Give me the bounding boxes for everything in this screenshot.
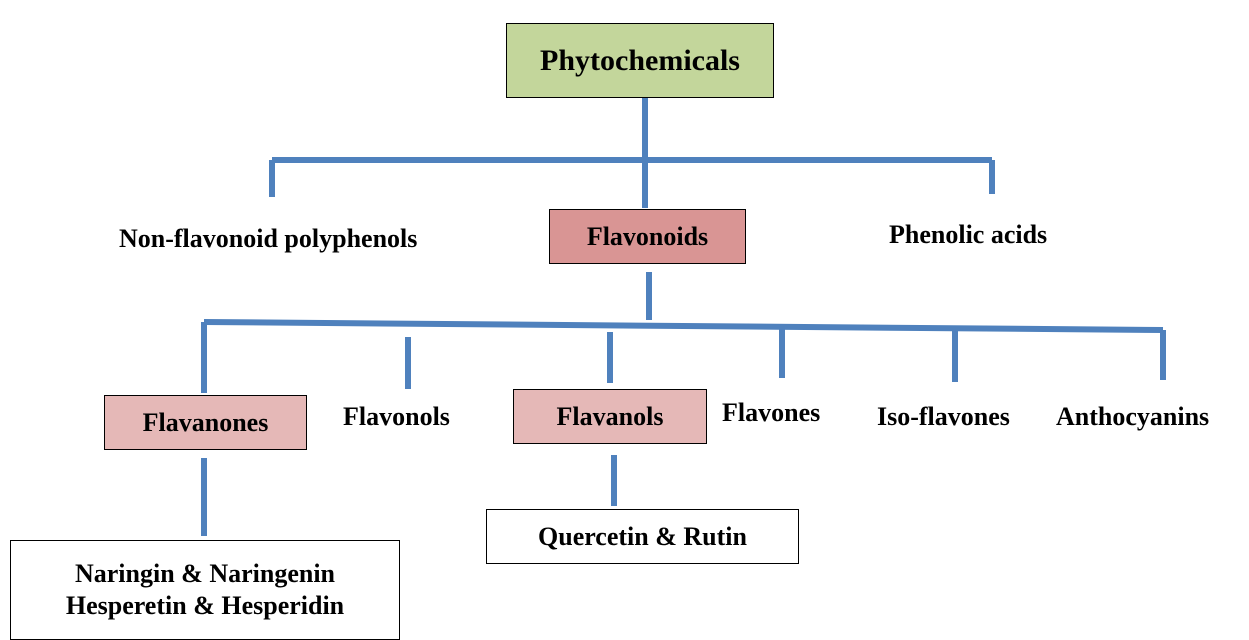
compound-line: Hesperetin & Hesperidin	[65, 591, 345, 620]
node-phytochemicals-label: Phytochemicals	[540, 43, 740, 77]
compound-line: Naringin & Naringenin	[74, 558, 336, 588]
node-anthocyanins: Anthocyanins	[1056, 402, 1210, 431]
connector-level2-bar	[203, 319, 1164, 333]
node-flavanones: Flavanones	[104, 395, 307, 450]
node-flavonoids: Flavonoids	[549, 209, 746, 264]
node-flavones: Flavones	[722, 398, 821, 427]
node-flavonoids-label: Flavonoids	[586, 221, 709, 251]
node-phenolic-acids: Phenolic acids	[889, 220, 1048, 249]
node-flavanols: Flavanols	[513, 389, 707, 444]
node-flavanones-label: Flavanones	[142, 407, 269, 437]
node-flavanols-label: Flavanols	[556, 401, 664, 431]
node-non-flavonoid-polyphenols: Non-flavonoid polyphenols	[119, 224, 418, 253]
node-flavanone-compounds: Naringin & Naringenin Hesperetin & Hespe…	[10, 540, 400, 640]
node-flavanol-compounds: Quercetin & Rutin	[486, 509, 799, 564]
node-iso-flavones: Iso-flavones	[877, 402, 1010, 431]
node-phytochemicals: Phytochemicals	[506, 23, 774, 98]
node-flavanol-compounds-label: Quercetin & Rutin	[538, 521, 747, 551]
node-flavonols: Flavonols	[343, 402, 450, 431]
